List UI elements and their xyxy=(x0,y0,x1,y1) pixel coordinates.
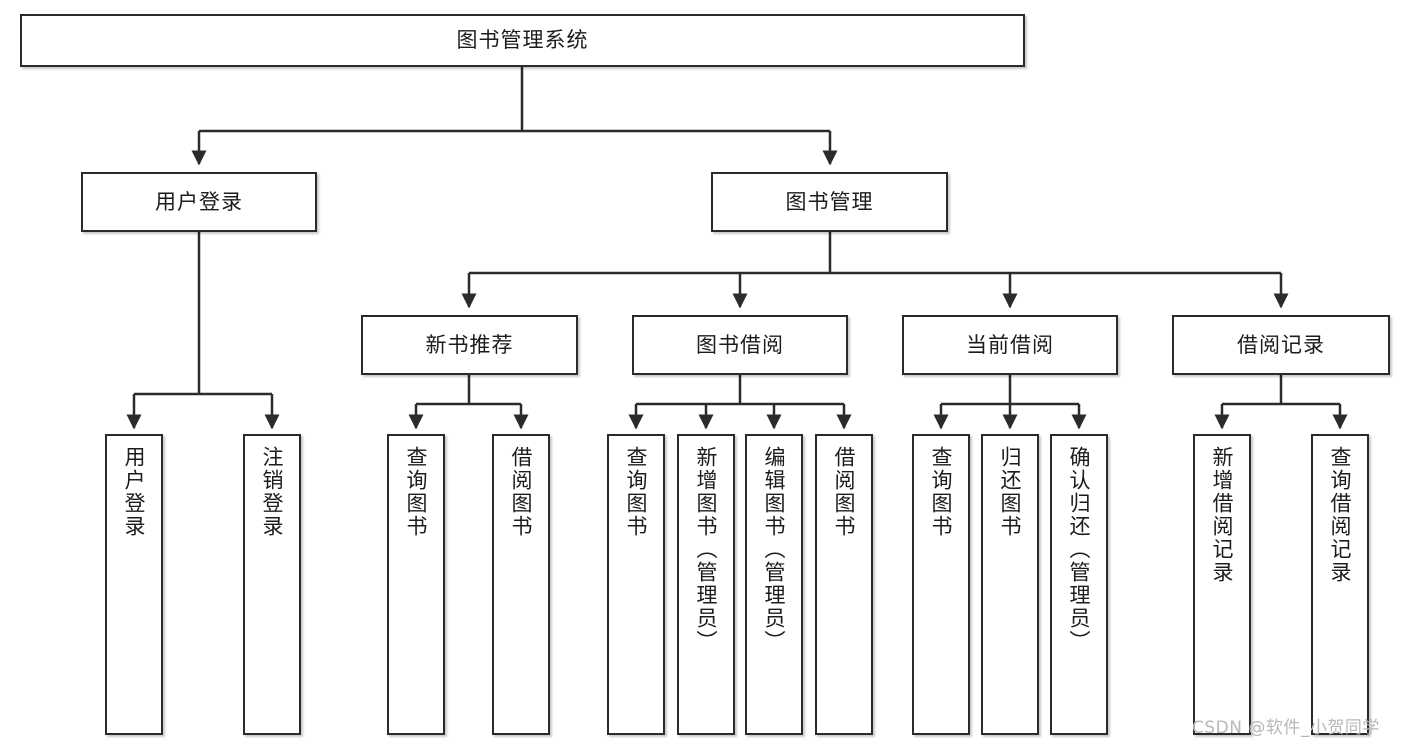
leaf-user-login[interactable]: 用户登录 xyxy=(105,434,163,735)
leaf-newbook-borrow-book[interactable]: 借阅图书 xyxy=(492,434,550,735)
leaf-currentborrow-query-book[interactable]: 查询图书 xyxy=(912,434,970,735)
leaf-bookborrow-borrow-book-label: 借阅图书 xyxy=(832,446,857,538)
node-borrow-record-label: 借阅记录 xyxy=(1237,332,1325,357)
leaf-borrowrecord-query-record[interactable]: 查询借阅记录 xyxy=(1311,434,1369,735)
leaf-currentborrow-confirm-return[interactable]: 确认归还（管理员） xyxy=(1050,434,1108,735)
leaf-newbook-query-book-label: 查询图书 xyxy=(404,446,429,538)
node-book-management-label: 图书管理 xyxy=(785,189,874,214)
node-book-management[interactable]: 图书管理 xyxy=(711,172,948,232)
node-new-book-recommend-label: 新书推荐 xyxy=(425,332,514,357)
leaf-borrowrecord-query-record-label: 查询借阅记录 xyxy=(1328,446,1353,584)
csdn-watermark: CSDN @软件_小贺同学 xyxy=(1192,718,1380,738)
leaf-newbook-borrow-book-label: 借阅图书 xyxy=(509,446,534,538)
leaf-borrowrecord-add-record-label: 新增借阅记录 xyxy=(1210,446,1235,584)
leaf-bookborrow-query-book[interactable]: 查询图书 xyxy=(607,434,665,735)
leaf-bookborrow-borrow-book[interactable]: 借阅图书 xyxy=(815,434,873,735)
leaf-user-login-label: 用户登录 xyxy=(122,446,147,538)
node-book-borrow-label: 图书借阅 xyxy=(696,332,784,357)
leaf-logout[interactable]: 注销登录 xyxy=(243,434,301,735)
leaf-bookborrow-query-book-label: 查询图书 xyxy=(624,446,649,538)
node-new-book-recommend[interactable]: 新书推荐 xyxy=(361,315,578,375)
leaf-currentborrow-return-book-label: 归还图书 xyxy=(998,446,1023,538)
leaf-bookborrow-add-book-label: 新增图书（管理员） xyxy=(694,446,719,653)
leaf-currentborrow-return-book[interactable]: 归还图书 xyxy=(981,434,1039,735)
node-user-login[interactable]: 用户登录 xyxy=(81,172,317,232)
leaf-bookborrow-add-book[interactable]: 新增图书（管理员） xyxy=(677,434,735,735)
leaf-logout-label: 注销登录 xyxy=(260,446,285,538)
node-root[interactable]: 图书管理系统 xyxy=(20,14,1025,67)
node-current-borrow[interactable]: 当前借阅 xyxy=(902,315,1118,375)
leaf-currentborrow-query-book-label: 查询图书 xyxy=(929,446,954,538)
node-borrow-record[interactable]: 借阅记录 xyxy=(1172,315,1390,375)
leaf-bookborrow-edit-book[interactable]: 编辑图书（管理员） xyxy=(745,434,803,735)
node-user-login-label: 用户登录 xyxy=(155,189,243,214)
leaf-newbook-query-book[interactable]: 查询图书 xyxy=(387,434,445,735)
leaf-bookborrow-edit-book-label: 编辑图书（管理员） xyxy=(762,446,787,653)
leaf-borrowrecord-add-record[interactable]: 新增借阅记录 xyxy=(1193,434,1251,735)
node-book-borrow[interactable]: 图书借阅 xyxy=(632,315,848,375)
node-current-borrow-label: 当前借阅 xyxy=(966,332,1054,357)
node-root-label: 图书管理系统 xyxy=(456,28,589,53)
leaf-currentborrow-confirm-return-label: 确认归还（管理员） xyxy=(1067,446,1092,653)
